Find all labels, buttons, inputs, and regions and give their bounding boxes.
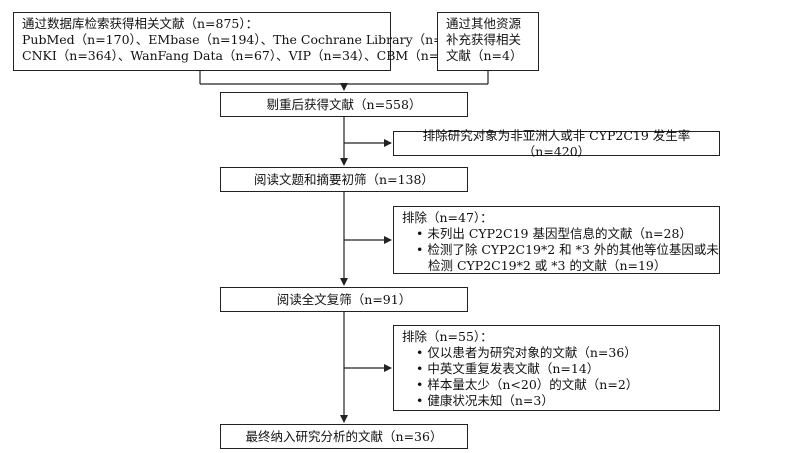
database-search-box: 通过数据库检索获得相关文献（n=875）： PubMed（n=170）、EMba… xyxy=(13,12,471,71)
screening-box: 阅读文题和摘要初筛（n=138） xyxy=(220,167,468,192)
exclusion-3-title: 排除（n=55）： xyxy=(402,329,493,344)
exclusion-3-item: 样本量太少（n<20）的文献（n=2） xyxy=(402,377,711,393)
other-line-1: 通过其他资源 xyxy=(446,16,522,31)
other-line-3: 文献（n=4） xyxy=(446,48,523,63)
exclusion-box-2: 排除（n=47）： 未列出 CYP2C19 基因型信息的文献（n=28） 检测了… xyxy=(393,206,720,274)
exclusion-3-item: 中英文重复发表文献（n=14） xyxy=(402,361,711,377)
fulltext-text: 阅读全文复筛（n=91） xyxy=(276,291,412,307)
other-sources-box: 通过其他资源 补充获得相关 文献（n=4） xyxy=(437,12,539,71)
dedup-box: 剔重后获得文献（n=558） xyxy=(220,92,468,117)
screening-text: 阅读文题和摘要初筛（n=138） xyxy=(254,171,434,187)
exclusion-1-text: 排除研究对象为非亚洲人或非 CYP2C19 发生率（n=420） xyxy=(422,127,691,159)
final-box: 最终纳入研究分析的文献（n=36） xyxy=(220,424,468,449)
database-line-3: CNKI（n=364）、WanFang Data（n=67）、VIP（n=34）… xyxy=(22,48,468,63)
fulltext-box: 阅读全文复筛（n=91） xyxy=(220,287,468,312)
final-text: 最终纳入研究分析的文献（n=36） xyxy=(245,428,443,444)
exclusion-box-1: 排除研究对象为非亚洲人或非 CYP2C19 发生率（n=420） xyxy=(393,128,720,159)
exclusion-2-item-continued: 检测 CYP2C19*2 或 *3 的文献（n=19） xyxy=(428,258,667,273)
database-line-2: PubMed（n=170）、EMbase（n=194）、The Cochrane… xyxy=(22,32,471,47)
exclusion-3-item: 健康状况未知（n=3） xyxy=(402,393,711,409)
exclusion-2-title: 排除（n=47）： xyxy=(402,210,493,225)
dedup-text: 剔重后获得文献（n=558） xyxy=(266,96,422,112)
exclusion-2-item: 未列出 CYP2C19 基因型信息的文献（n=28） xyxy=(402,226,711,242)
other-line-2: 补充获得相关 xyxy=(446,32,522,47)
exclusion-2-item: 检测了除 CYP2C19*2 和 *3 外的其他等位基因或未 xyxy=(402,242,718,258)
exclusion-3-item: 仅以患者为研究对象的文献（n=36） xyxy=(402,345,711,361)
database-line-1: 通过数据库检索获得相关文献（n=875）： xyxy=(22,16,259,31)
exclusion-box-3: 排除（n=55）： 仅以患者为研究对象的文献（n=36） 中英文重复发表文献（n… xyxy=(393,325,720,411)
